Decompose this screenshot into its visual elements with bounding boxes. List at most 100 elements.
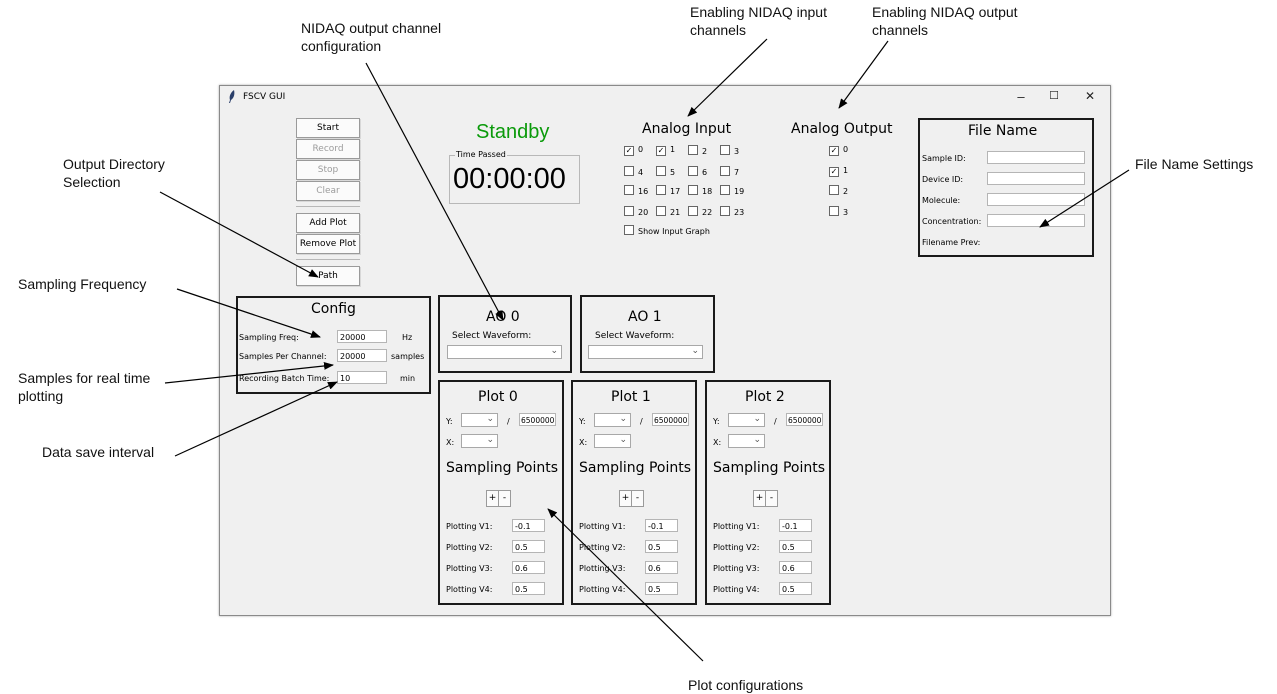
analog-output-ch-0-checkbox[interactable]: ✓0: [829, 145, 848, 156]
analog-output-ch-3-checkbox[interactable]: 3: [829, 206, 848, 217]
stop-button[interactable]: Stop: [296, 160, 360, 180]
checkbox-box[interactable]: [624, 206, 634, 216]
ao1-waveform-select[interactable]: ⌄: [588, 345, 703, 359]
y-max-input[interactable]: 6500000: [786, 413, 823, 426]
close-button[interactable]: ✕: [1084, 89, 1096, 103]
checkbox-box[interactable]: [720, 206, 730, 216]
file-name-title: File Name: [968, 123, 1038, 139]
y-max-input[interactable]: 6500000: [519, 413, 556, 426]
show-input-graph-checkbox[interactable]: Show Input Graph: [624, 225, 710, 236]
checkbox-box[interactable]: [829, 206, 839, 216]
plotting-v3-input[interactable]: 0.6: [645, 561, 678, 574]
x-axis-label: X:: [579, 438, 588, 447]
checkbox-box[interactable]: [829, 185, 839, 195]
chevron-down-icon: ⌄: [550, 345, 558, 355]
analog-input-ch-0-checkbox[interactable]: ✓0: [624, 145, 643, 156]
plotting-v3-input[interactable]: 0.6: [779, 561, 812, 574]
checkbox-box[interactable]: ✓: [829, 167, 839, 177]
analog-input-ch-20-checkbox[interactable]: 20: [624, 206, 648, 217]
checkbox-box[interactable]: ✓: [656, 146, 666, 156]
plotting-v1-input[interactable]: -0.1: [779, 519, 812, 532]
analog-input-ch-3-checkbox[interactable]: 3: [720, 145, 739, 156]
checkbox-box[interactable]: [688, 145, 698, 155]
concentration-input[interactable]: [987, 214, 1085, 227]
checkbox-box[interactable]: [624, 225, 634, 235]
remove-point-button[interactable]: -: [765, 490, 778, 507]
y-axis-select[interactable]: ⌄: [594, 413, 631, 427]
checkbox-box[interactable]: ✓: [829, 146, 839, 156]
sampling-freq-input[interactable]: 20000: [337, 330, 387, 343]
plotting-v4-input[interactable]: 0.5: [512, 582, 545, 595]
checkbox-box[interactable]: [688, 185, 698, 195]
clear-button[interactable]: Clear: [296, 181, 360, 201]
analog-input-ch-18-checkbox[interactable]: 18: [688, 185, 712, 196]
analog-input-ch-1-checkbox[interactable]: ✓1: [656, 145, 675, 156]
analog-input-ch-5-checkbox[interactable]: 5: [656, 166, 675, 177]
y-axis-select[interactable]: ⌄: [461, 413, 498, 427]
batch-time-unit: min: [400, 374, 416, 383]
checkbox-box[interactable]: [624, 185, 634, 195]
analog-input-ch-23-checkbox[interactable]: 23: [720, 206, 744, 217]
plotting-v4-label: Plotting V4:: [579, 585, 626, 594]
checkbox-box[interactable]: [656, 185, 666, 195]
y-max-input[interactable]: 6500000: [652, 413, 689, 426]
remove-plot-button[interactable]: Remove Plot: [296, 234, 360, 254]
analog-output-ch-1-checkbox[interactable]: ✓1: [829, 166, 848, 177]
analog-input-ch-7-checkbox[interactable]: 7: [720, 166, 739, 177]
ao0-waveform-select[interactable]: ⌄: [447, 345, 562, 359]
y-axis-select[interactable]: ⌄: [728, 413, 765, 427]
checkbox-box[interactable]: [688, 166, 698, 176]
checkbox-box[interactable]: [656, 206, 666, 216]
batch-time-input[interactable]: 10: [337, 371, 387, 384]
plotting-v2-input[interactable]: 0.5: [645, 540, 678, 553]
plotting-v1-label: Plotting V1:: [713, 522, 760, 531]
maximize-button[interactable]: ☐: [1049, 90, 1059, 102]
checkbox-box[interactable]: [688, 206, 698, 216]
checkbox-box[interactable]: [720, 145, 730, 155]
analog-input-ch-22-checkbox[interactable]: 22: [688, 206, 712, 217]
record-button[interactable]: Record: [296, 139, 360, 159]
sample-id-input[interactable]: [987, 151, 1085, 164]
show-input-graph-label: Show Input Graph: [638, 227, 710, 236]
add-plot-button[interactable]: Add Plot: [296, 213, 360, 233]
plotting-v4-input[interactable]: 0.5: [645, 582, 678, 595]
plotting-v2-input[interactable]: 0.5: [512, 540, 545, 553]
plotting-v2-input[interactable]: 0.5: [779, 540, 812, 553]
samples-per-channel-input[interactable]: 20000: [337, 349, 387, 362]
analog-input-ch-16-checkbox[interactable]: 16: [624, 185, 648, 196]
checkbox-box[interactable]: [656, 166, 666, 176]
analog-input-ch-21-checkbox[interactable]: 21: [656, 206, 680, 217]
analog-input-ch-17-checkbox[interactable]: 17: [656, 185, 680, 196]
separator: [296, 206, 360, 207]
analog-output-ch-2-checkbox[interactable]: 2: [829, 185, 848, 196]
analog-input-ch-2-checkbox[interactable]: 2: [688, 145, 707, 156]
device-id-input[interactable]: [987, 172, 1085, 185]
checkbox-box[interactable]: ✓: [624, 146, 634, 156]
checkbox-box[interactable]: [720, 185, 730, 195]
remove-point-button[interactable]: -: [631, 490, 644, 507]
checkbox-label: 5: [670, 168, 676, 177]
plotting-v3-input[interactable]: 0.6: [512, 561, 545, 574]
x-axis-select[interactable]: ⌄: [594, 434, 631, 448]
analog-input-ch-19-checkbox[interactable]: 19: [720, 185, 744, 196]
remove-point-button[interactable]: -: [498, 490, 511, 507]
start-button[interactable]: Start: [296, 118, 360, 138]
annotation-output-dir-line1: Output Directory: [63, 156, 165, 172]
analog-input-ch-4-checkbox[interactable]: 4: [624, 166, 643, 177]
molecule-input[interactable]: [987, 193, 1085, 206]
checkbox-label: 2: [702, 147, 708, 156]
plot-title: Plot 0: [478, 389, 518, 405]
checkbox-box[interactable]: [720, 166, 730, 176]
x-axis-select[interactable]: ⌄: [728, 434, 765, 448]
checkbox-box[interactable]: [624, 166, 634, 176]
plotting-v1-input[interactable]: -0.1: [645, 519, 678, 532]
minimize-button[interactable]: –: [1017, 89, 1025, 104]
molecule-label: Molecule:: [922, 196, 961, 205]
checkbox-label: 20: [638, 208, 649, 217]
analog-input-ch-6-checkbox[interactable]: 6: [688, 166, 707, 177]
config-panel: [236, 296, 431, 394]
checkbox-label: 0: [843, 145, 849, 154]
x-axis-select[interactable]: ⌄: [461, 434, 498, 448]
plotting-v4-input[interactable]: 0.5: [779, 582, 812, 595]
plotting-v1-input[interactable]: -0.1: [512, 519, 545, 532]
